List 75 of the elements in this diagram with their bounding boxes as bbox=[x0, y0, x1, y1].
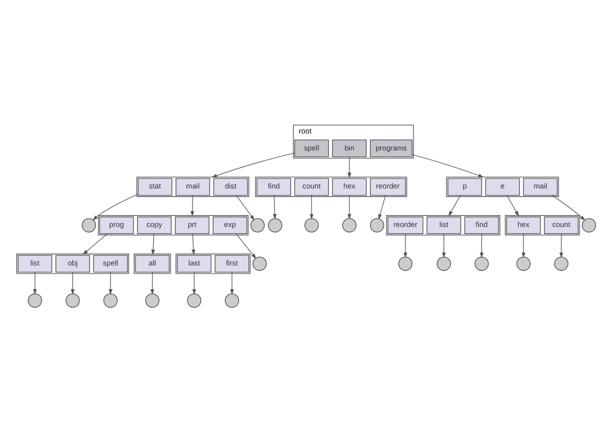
node-circle bbox=[103, 292, 118, 308]
arrow bbox=[559, 233, 564, 258]
node-circle bbox=[66, 292, 80, 308]
node-box: mail bbox=[176, 178, 210, 196]
node-box: hex bbox=[332, 178, 367, 196]
node-circle bbox=[342, 218, 356, 232]
node-box: all bbox=[135, 254, 170, 272]
arrow bbox=[82, 233, 108, 254]
node-box: list bbox=[18, 254, 52, 272]
arrow bbox=[33, 271, 37, 294]
node-box: obj bbox=[56, 254, 90, 272]
arrow bbox=[378, 194, 386, 220]
node-circle bbox=[145, 292, 160, 308]
node-box: prt bbox=[174, 216, 210, 234]
node-circle bbox=[304, 218, 319, 232]
arrow bbox=[480, 233, 484, 258]
node-circle bbox=[250, 218, 265, 232]
arrow bbox=[552, 194, 586, 220]
node-box: count bbox=[544, 216, 578, 234]
arrow bbox=[404, 233, 408, 258]
node-box: spell bbox=[93, 254, 128, 272]
node-box: dist bbox=[213, 178, 248, 196]
arrow bbox=[412, 154, 484, 177]
arrow bbox=[150, 271, 154, 294]
node-box: last bbox=[176, 254, 212, 272]
node-box: first bbox=[214, 254, 250, 272]
arrow bbox=[70, 271, 75, 294]
node-box: prog bbox=[99, 216, 134, 234]
node-box: count bbox=[294, 178, 329, 196]
arrow bbox=[230, 271, 234, 294]
node-box: list bbox=[426, 216, 462, 234]
arrow bbox=[236, 233, 256, 258]
node-box: e bbox=[485, 178, 520, 196]
node-box: spell bbox=[294, 139, 329, 157]
arrow bbox=[236, 194, 255, 220]
node-box: mail bbox=[523, 178, 558, 196]
node-circle bbox=[582, 218, 596, 232]
node-box: bin bbox=[332, 139, 367, 157]
node-circle bbox=[268, 218, 282, 232]
node-box: find bbox=[256, 178, 292, 196]
node-box: copy bbox=[137, 216, 172, 234]
arrow bbox=[190, 194, 194, 216]
node-circle bbox=[82, 218, 96, 232]
node-circle bbox=[554, 256, 568, 270]
arrow bbox=[442, 233, 446, 258]
arrow bbox=[506, 194, 519, 216]
node-box: find bbox=[464, 216, 499, 234]
arrow bbox=[151, 233, 155, 254]
node-box: reorder bbox=[388, 216, 424, 234]
arrow bbox=[92, 193, 138, 220]
node-circle bbox=[187, 292, 202, 308]
node-circle bbox=[252, 256, 267, 270]
node-circle bbox=[398, 256, 412, 270]
arrow bbox=[522, 233, 526, 258]
arrow bbox=[108, 271, 112, 294]
node-box: hex bbox=[506, 216, 541, 234]
node-circle bbox=[224, 292, 240, 308]
node-box: exp bbox=[212, 216, 248, 234]
arrow bbox=[192, 233, 196, 254]
arrow bbox=[348, 194, 352, 219]
node-circle bbox=[28, 292, 42, 308]
arrow bbox=[212, 152, 295, 177]
node-circle bbox=[516, 256, 531, 270]
node-box: programs bbox=[370, 139, 412, 157]
arrow bbox=[310, 194, 314, 219]
arrow bbox=[192, 271, 196, 294]
arrow bbox=[348, 156, 352, 178]
node-box: p bbox=[448, 178, 482, 196]
node-box: stat bbox=[138, 178, 172, 196]
node-circle bbox=[436, 256, 451, 270]
node-box: reorder bbox=[370, 178, 406, 196]
node-circle bbox=[370, 218, 384, 232]
arrow bbox=[448, 194, 461, 216]
arrow bbox=[272, 194, 277, 219]
node-circle bbox=[474, 256, 489, 270]
